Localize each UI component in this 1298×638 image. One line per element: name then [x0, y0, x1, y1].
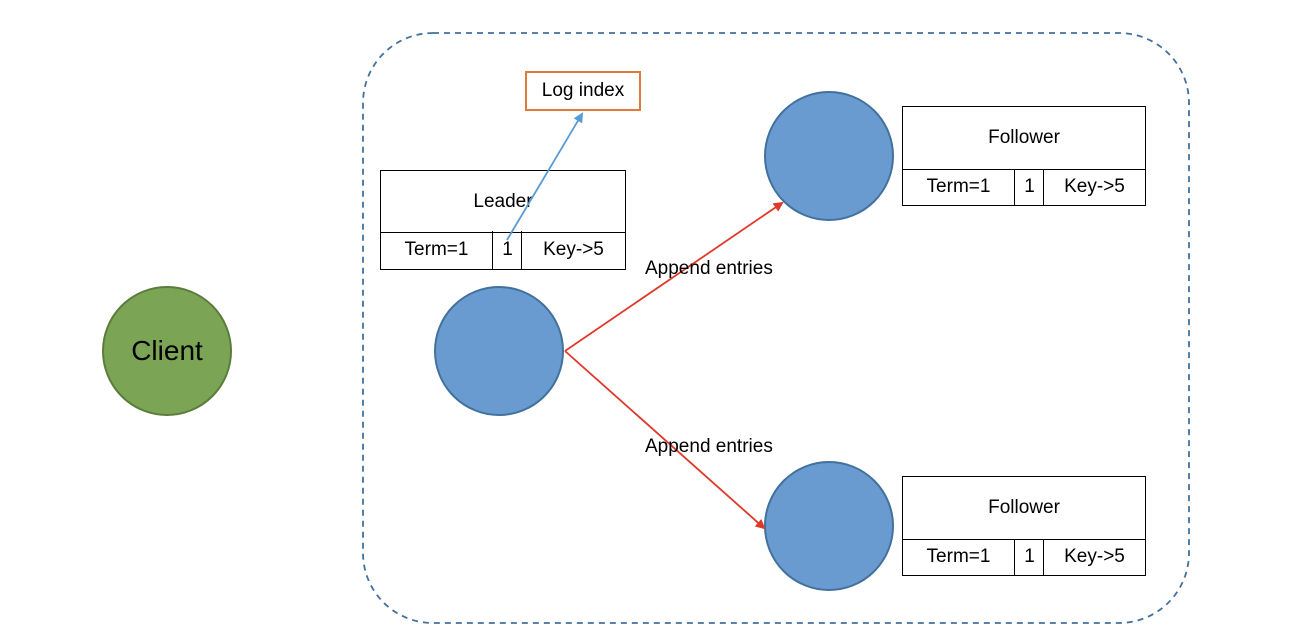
follower-term-cell: Term=1 [926, 176, 991, 197]
cluster-boundary [362, 32, 1190, 624]
follower-entry-cell: Key->5 [1043, 169, 1145, 205]
leader-term-cell: Term=1 [404, 239, 469, 260]
leader-entry-cell: Key->5 [521, 231, 625, 269]
follower-title: Follower [903, 477, 1145, 540]
append-arrow-bottom [564, 350, 766, 530]
follower-node-top [764, 91, 894, 221]
follower-log-table-bottom: Follower Term=1 1 Key->5 [902, 476, 1146, 576]
client-label: Client [131, 335, 203, 366]
follower-term-cell: Term=1 [926, 546, 991, 567]
leader-node [434, 286, 564, 416]
log-index-label: Log index [541, 80, 625, 101]
follower-entry-cell: Key->5 [1043, 539, 1145, 575]
follower-log-table-top: Follower Term=1 1 Key->5 [902, 106, 1146, 206]
leader-title: Leader [381, 171, 625, 233]
log-index-box: Log index [525, 71, 641, 111]
client-node [102, 286, 232, 416]
append-entries-label-top: Append entries [645, 258, 773, 279]
append-entries-label-bottom: Append entries [645, 436, 773, 457]
follower-node-bottom [764, 461, 894, 591]
append-arrow-top [564, 201, 784, 352]
follower-index-cell: 1 [1014, 169, 1044, 205]
follower-title: Follower [903, 107, 1145, 170]
leader-index-cell: 1 [492, 231, 522, 269]
follower-index-cell: 1 [1014, 539, 1044, 575]
leader-log-table: Leader Term=1 1 Key->5 [380, 170, 626, 270]
